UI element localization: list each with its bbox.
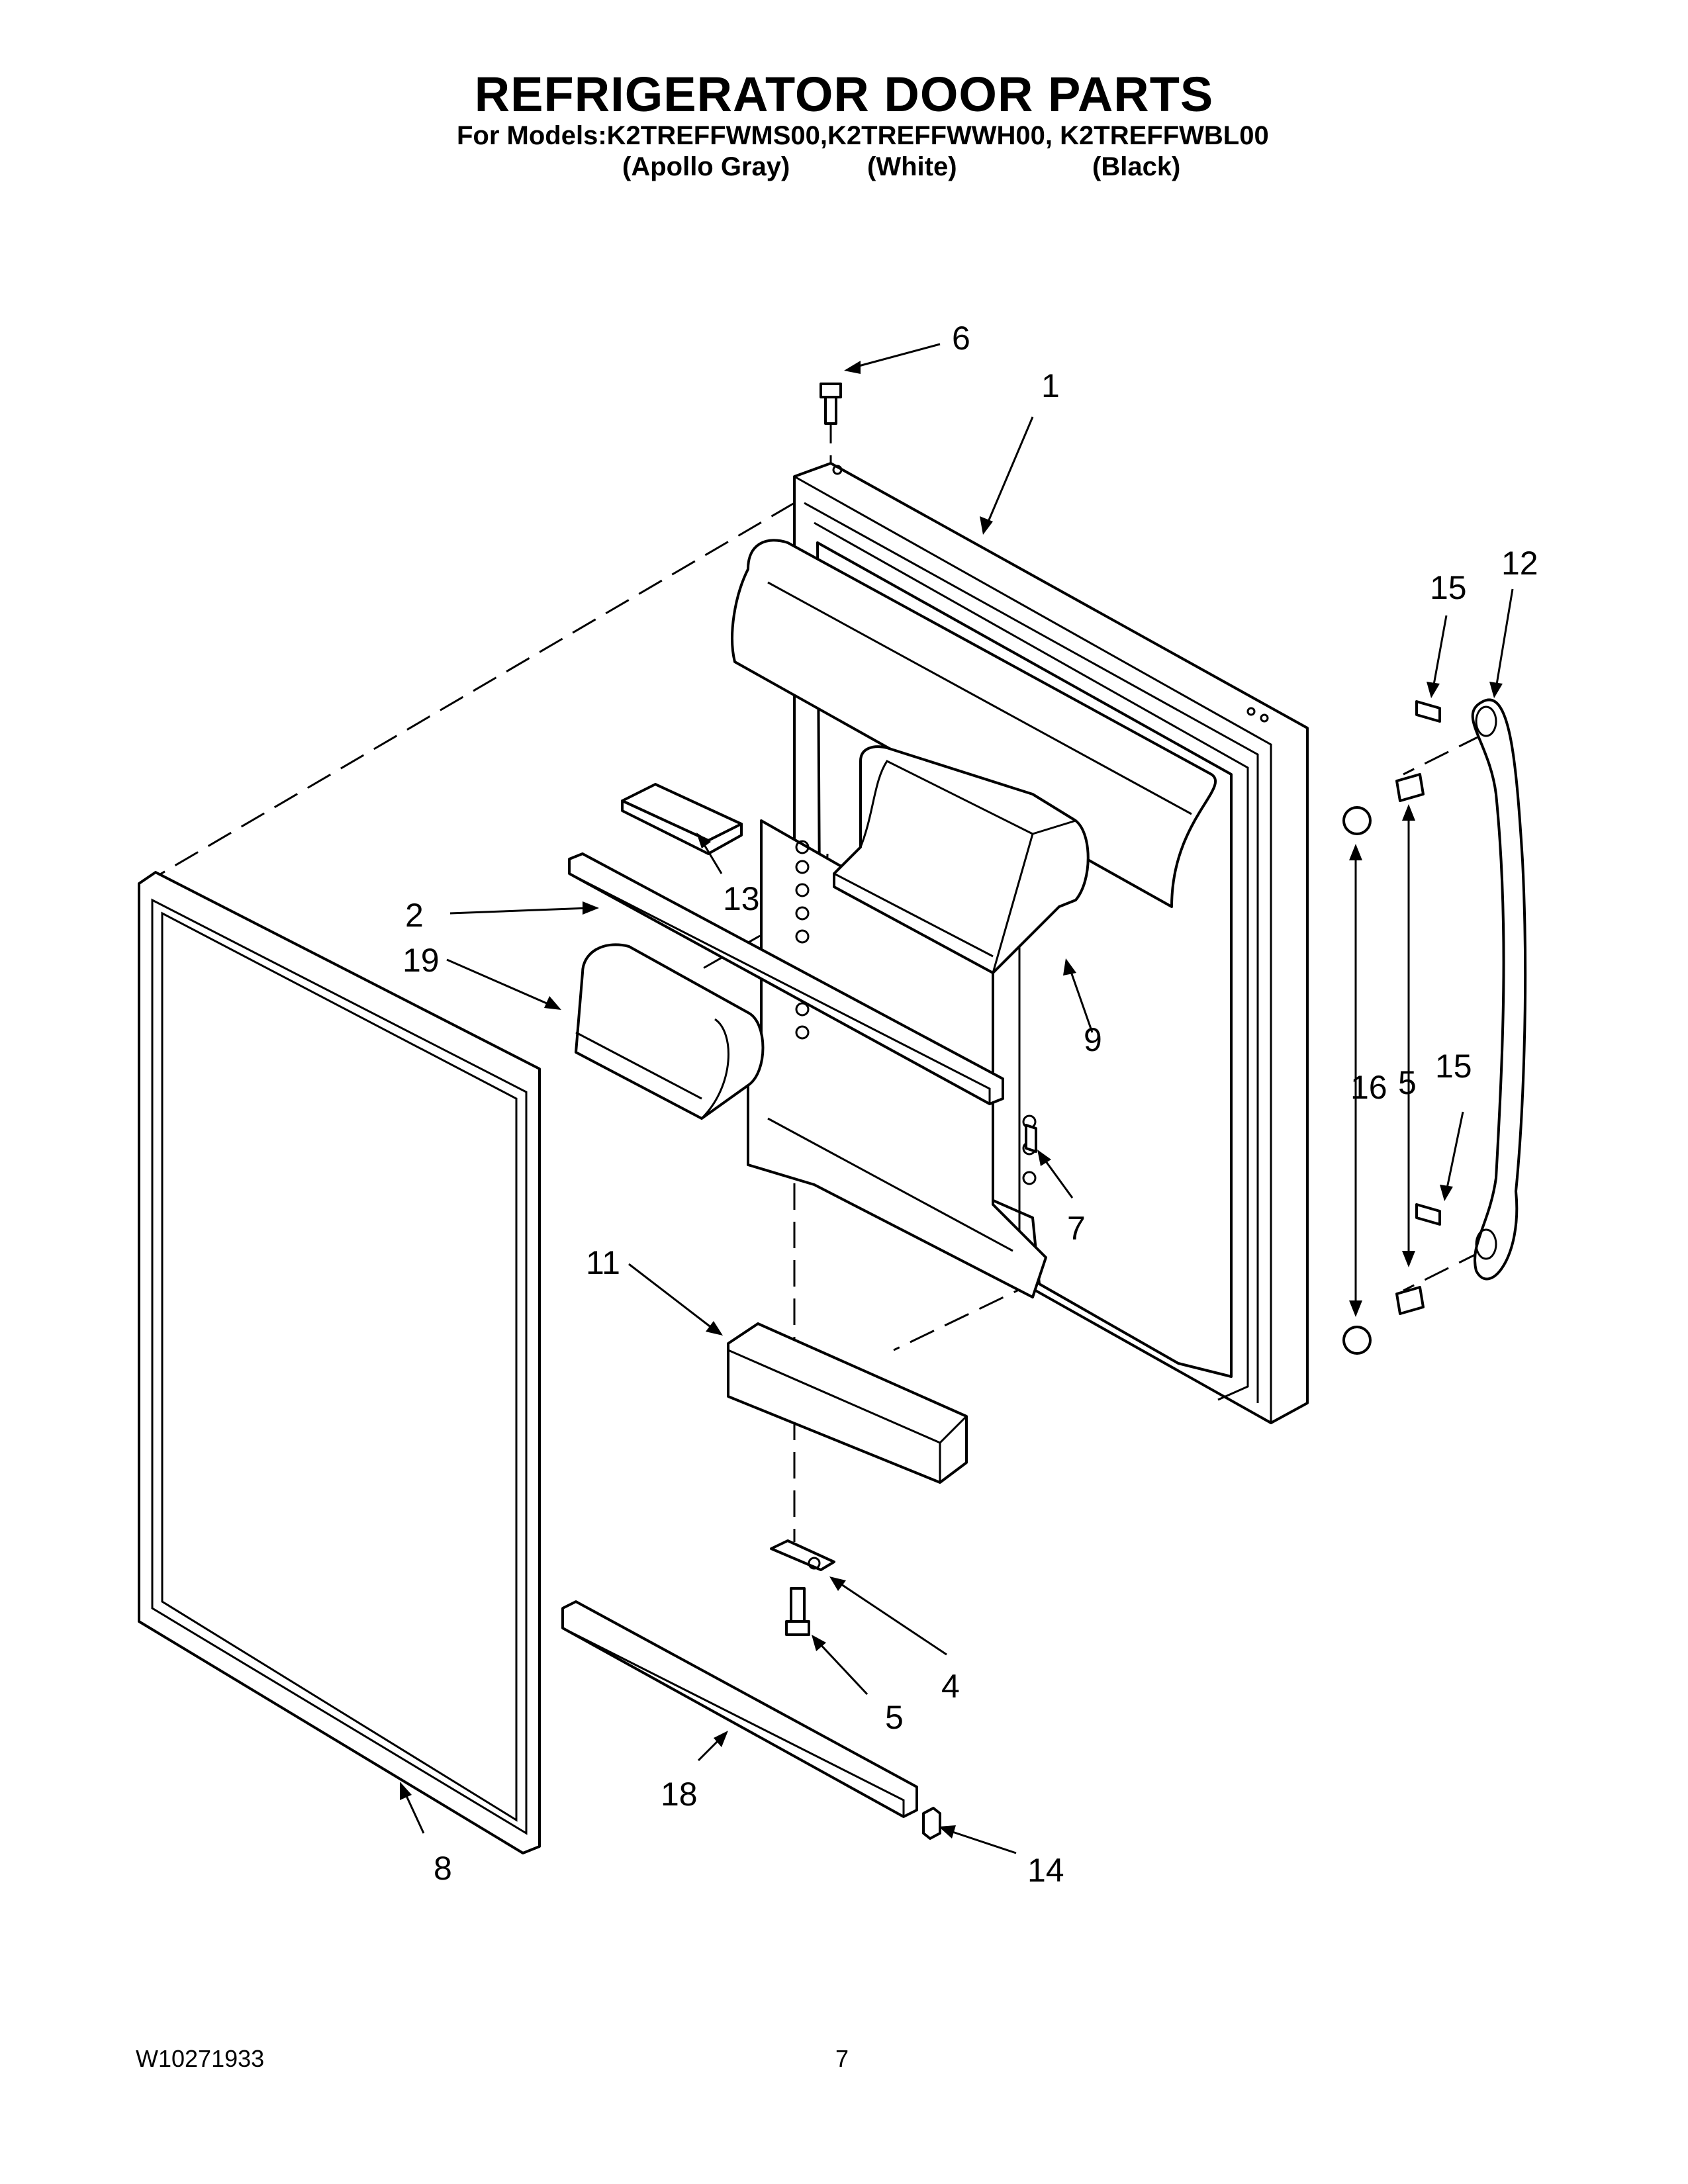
door-handle [1471,698,1527,1281]
callout-9: 9 [1084,1021,1102,1058]
upper-door-bin [833,745,1090,974]
callout-5-bottom: 5 [885,1699,904,1736]
variant-apollo-gray: (Apollo Gray) [622,152,790,181]
variant-white: (White) [867,152,957,181]
hinge [770,1539,835,1571]
callout-13: 13 [723,880,760,917]
door-gasket [138,871,541,1854]
handle-fasteners [1342,700,1441,1355]
small-bin [621,783,743,855]
callout-4: 4 [941,1668,960,1705]
callout-14: 14 [1027,1852,1064,1889]
variant-black: (Black) [1092,152,1181,181]
callout-16: 16 [1350,1069,1387,1106]
callout-8: 8 [434,1850,452,1887]
hinge-screw [785,1587,810,1636]
dimension-arrows [1349,804,1415,1317]
trim-end-cap [922,1807,941,1840]
lower-trim [561,1600,918,1818]
leader-lines [400,343,1514,1854]
callout-5-right: 5 [1398,1064,1417,1101]
shelf-clip [1025,1124,1037,1153]
document-number: W10271933 [136,2045,265,2072]
page-number: 7 [835,2045,849,2072]
page-title: REFRIGERATOR DOOR PARTS [474,67,1214,122]
left-door-bin [575,943,765,1120]
callout-15-bottom: 15 [1435,1048,1472,1085]
models-line: For Models:K2TREFFWMS00,K2TREFFWWH00, K2… [457,121,1269,150]
callout-labels: 6 1 12 15 13 2 19 9 15 16 5 7 11 4 5 18 … [402,320,1538,1889]
callout-11: 11 [586,1244,620,1281]
callout-7: 7 [1067,1210,1086,1247]
upper-trim [568,852,1004,1105]
lower-door-bin [727,1322,968,1484]
door-liner [731,462,1309,1424]
callout-18: 18 [661,1776,698,1813]
top-screw [820,383,842,425]
callout-6: 6 [952,320,970,357]
callout-15-top: 15 [1430,569,1467,606]
callout-1: 1 [1041,367,1060,404]
callout-12: 12 [1501,545,1538,582]
callout-19: 19 [402,942,440,979]
callout-2: 2 [405,897,424,934]
